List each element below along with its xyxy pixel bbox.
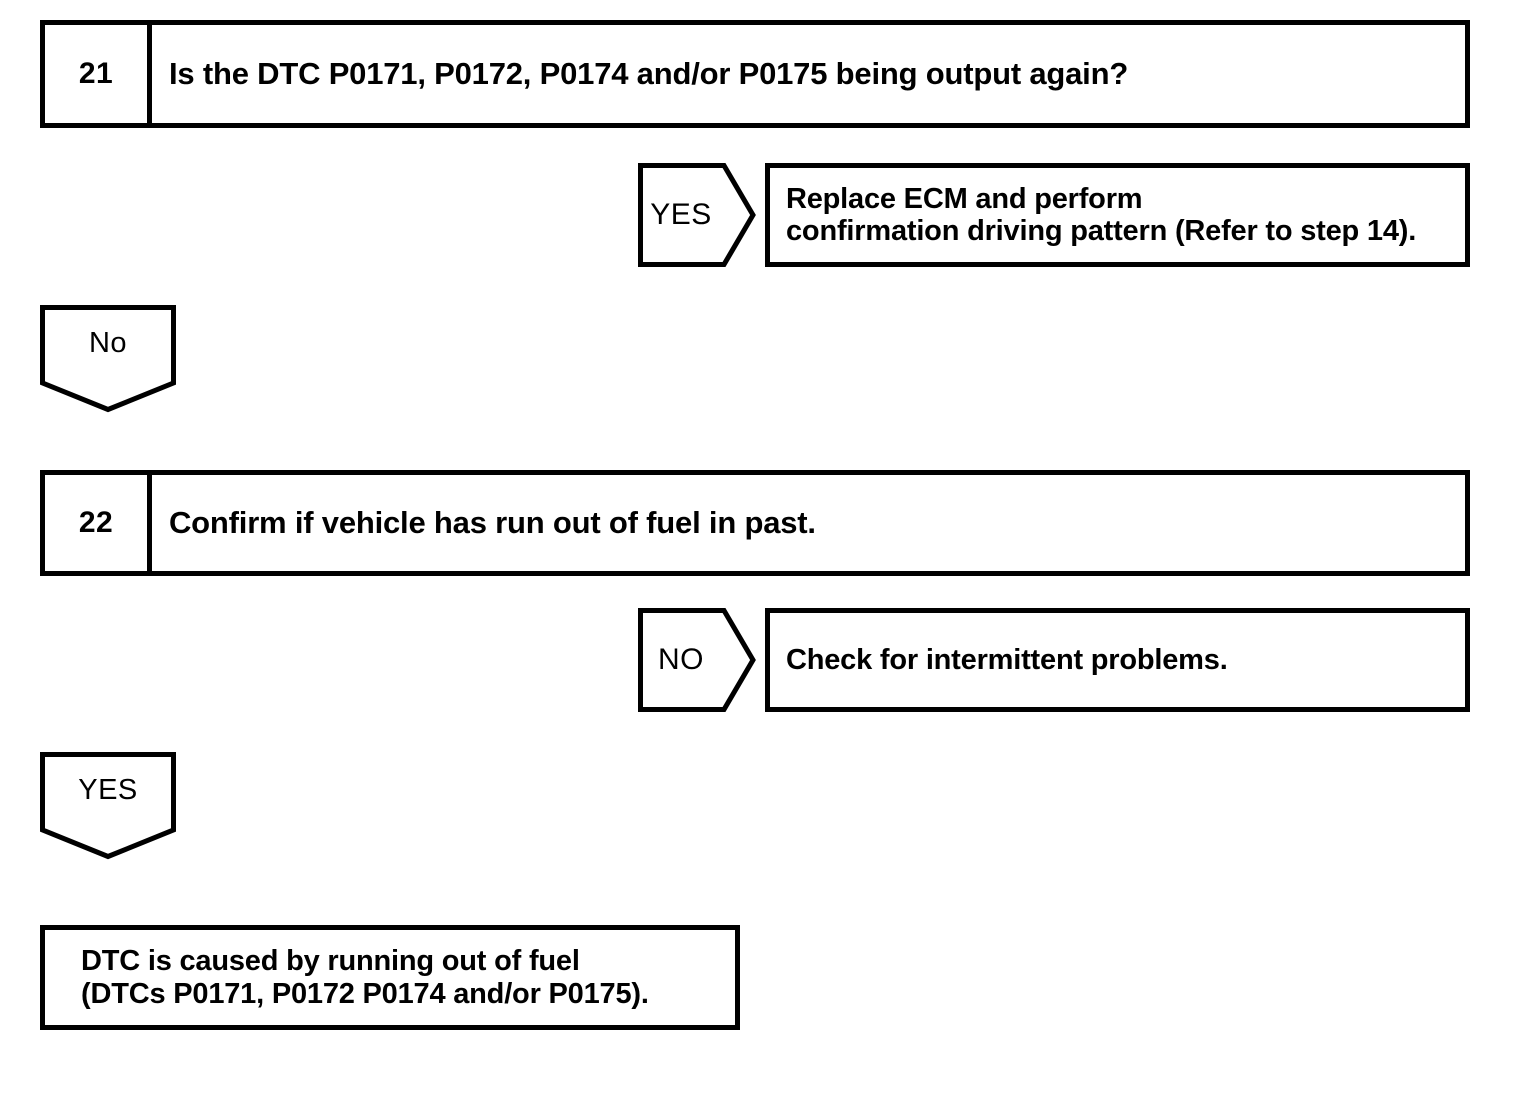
- branch-arrow-yes-step21: YES: [638, 163, 756, 267]
- conclusion-text: DTC is caused by running out of fuel (DT…: [81, 945, 649, 1010]
- branch-label-yes-step22: YES: [78, 774, 138, 806]
- result-text-replace-ecm: Replace ECM and perform confirmation dri…: [786, 182, 1417, 247]
- branch-arrow-no-step22: NO: [638, 608, 756, 712]
- branch-label-yes-step21: YES: [650, 198, 712, 231]
- branch-label-no-step21: No: [88, 327, 128, 359]
- pentagon-right-icon: [638, 608, 756, 712]
- step-text-21: Is the DTC P0171, P0172, P0174 and/or P0…: [169, 56, 1129, 91]
- pentagon-down-icon: [40, 305, 176, 413]
- branch-arrow-no-step21: No: [40, 305, 176, 413]
- step-number-22: 22: [45, 475, 152, 571]
- conclusion-box: DTC is caused by running out of fuel (DT…: [40, 925, 740, 1030]
- pentagon-down-icon: [40, 752, 176, 860]
- result-box-replace-ecm: Replace ECM and perform confirmation dri…: [765, 163, 1470, 267]
- branch-arrow-yes-step22: YES: [40, 752, 176, 860]
- result-box-intermittent-problems: Check for intermittent problems.: [765, 608, 1470, 712]
- step-text-22: Confirm if vehicle has run out of fuel i…: [169, 505, 816, 540]
- step-row-22: 22 Confirm if vehicle has run out of fue…: [40, 470, 1470, 576]
- pentagon-right-icon: [638, 163, 756, 267]
- result-text-intermittent-problems: Check for intermittent problems.: [786, 643, 1228, 676]
- branch-label-no-step22: NO: [658, 643, 704, 676]
- step-row-21: 21 Is the DTC P0171, P0172, P0174 and/or…: [40, 20, 1470, 128]
- step-number-21: 21: [45, 25, 152, 123]
